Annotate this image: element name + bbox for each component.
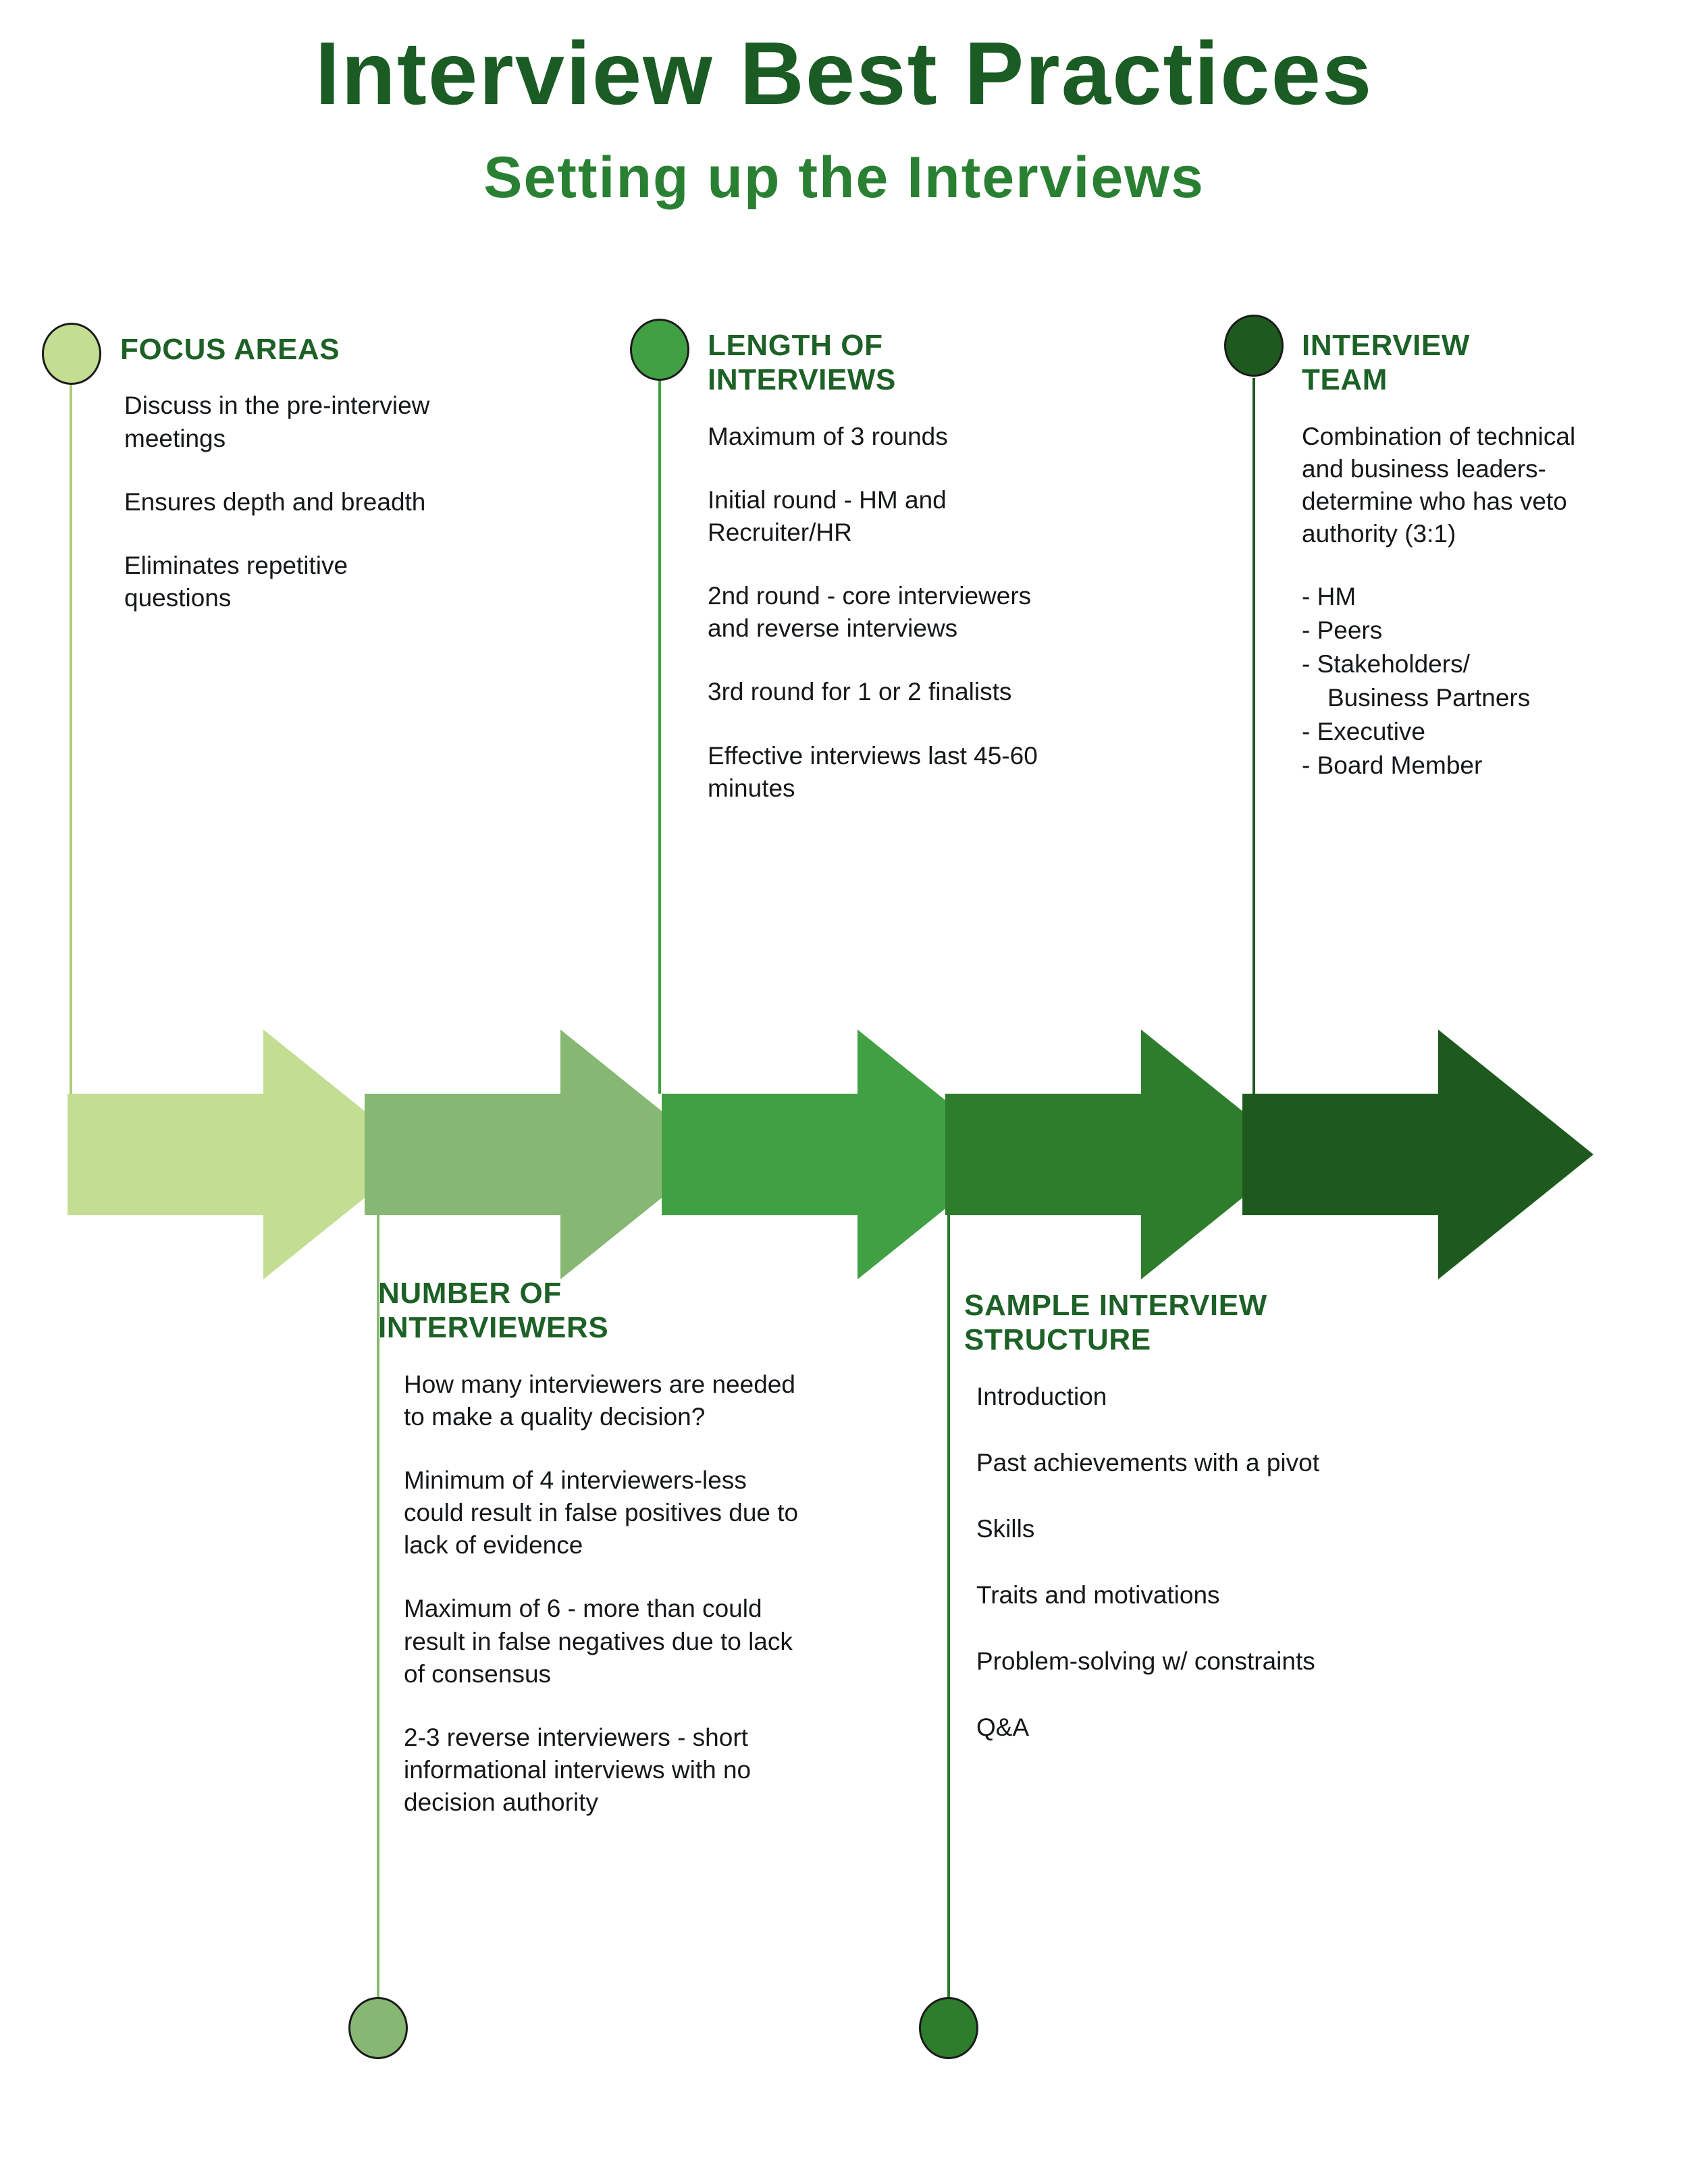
stage-heading-sample-interview-structure: SAMPLE INTERVIEW STRUCTURE <box>964 1289 1267 1357</box>
arrow-stage-3 <box>662 1023 1013 1286</box>
arrow-stage-2 <box>365 1023 716 1286</box>
stage-item: 2nd round - core interviewers and revers… <box>708 582 1032 643</box>
stage-body-interview-team: Combination of technical and business le… <box>1302 421 1592 782</box>
stage-sample-interview-structure: SAMPLE INTERVIEW STRUCTURE Introduction … <box>964 1288 1342 1744</box>
stage-item: Skills <box>976 1515 1035 1543</box>
connector-line-interview-team <box>1252 378 1255 1094</box>
node-focus-areas <box>42 323 101 385</box>
stage-focus-areas: FOCUS AREAS Discuss in the pre-interview… <box>120 332 431 614</box>
page-subtitle: Setting up the Interviews <box>483 145 1205 210</box>
interview-team-role-list: - HM - Peers - Stakeholders/ Business Pa… <box>1302 580 1592 782</box>
stage-heading-interview-team: INTERVIEW TEAM <box>1302 329 1471 397</box>
stage-interview-team: INTERVIEW TEAM Combination of technical … <box>1302 328 1592 782</box>
stage-number-of-interviewers: NUMBER OF INTERVIEWERS How many intervie… <box>378 1276 810 1819</box>
stage-item: How many interviewers are needed to make… <box>404 1370 795 1431</box>
arrow-stage-1 <box>68 1023 419 1286</box>
connector-line-length-of-interviews <box>658 378 661 1094</box>
stage-item: Introduction <box>976 1382 1107 1410</box>
connector-line-number-of-interviewers <box>377 1208 379 2002</box>
stage-heading-focus-areas: FOCUS AREAS <box>120 333 340 366</box>
stage-body-sample-interview-structure: Introduction Past achievements with a pi… <box>964 1381 1342 1744</box>
node-sample-interview-structure <box>919 1997 978 2059</box>
node-length-of-interviews <box>630 319 689 381</box>
stage-item: Past achievements with a pivot <box>976 1449 1319 1477</box>
stage-item: Q&A <box>976 1713 1030 1742</box>
stage-heading-length-of-interviews: LENGTH OF INTERVIEWS <box>708 329 897 397</box>
list-item: - HM <box>1302 583 1356 611</box>
stage-item: Effective interviews last 45-60 minutes <box>708 741 1038 802</box>
stage-item: 3rd round for 1 or 2 finalists <box>708 678 1012 706</box>
arrow-stage-5 <box>1242 1023 1593 1286</box>
connector-line-sample-interview-structure <box>947 1208 950 2002</box>
list-item: - Stakeholders/ <box>1302 650 1470 678</box>
arrow-flow-band <box>0 1023 1688 1293</box>
list-item: - Board Member <box>1302 751 1483 779</box>
stage-body-focus-areas: Discuss in the pre-interview meetings En… <box>120 390 431 614</box>
list-item: - Executive <box>1302 718 1426 746</box>
stage-length-of-interviews: LENGTH OF INTERVIEWS Maximum of 3 rounds… <box>708 328 1059 805</box>
stage-item: Eliminates repetitive questions <box>124 551 348 612</box>
stage-item: Minimum of 4 interviewers-less could res… <box>404 1466 799 1560</box>
stage-body-number-of-interviewers: How many interviewers are needed to make… <box>378 1368 810 1819</box>
stage-item: 2-3 reverse interviewers - short informa… <box>404 1723 751 1816</box>
stage-item: Maximum of 6 - more than could result in… <box>404 1595 793 1688</box>
node-interview-team <box>1224 315 1284 377</box>
stage-heading-number-of-interviewers: NUMBER OF INTERVIEWERS <box>378 1277 609 1345</box>
list-item: - Peers <box>1302 616 1383 645</box>
connector-line-focus-areas <box>70 378 72 1094</box>
stage-item: Combination of technical and business le… <box>1302 422 1576 548</box>
stage-item: Discuss in the pre-interview meetings <box>124 392 430 452</box>
stage-body-length-of-interviews: Maximum of 3 rounds Initial round - HM a… <box>708 421 1059 805</box>
stage-item: Maximum of 3 rounds <box>708 422 948 450</box>
node-number-of-interviewers <box>348 1997 408 2059</box>
stage-item: Ensures depth and breadth <box>124 487 426 516</box>
stage-item: Initial round - HM and Recruiter/HR <box>708 486 947 547</box>
stage-item: Problem-solving w/ constraints <box>976 1647 1315 1676</box>
list-item: Business Partners <box>1327 684 1531 712</box>
arrow-stage-4 <box>945 1023 1296 1286</box>
page-title: Interview Best Practices <box>315 24 1373 123</box>
stage-item: Traits and motivations <box>976 1581 1220 1609</box>
